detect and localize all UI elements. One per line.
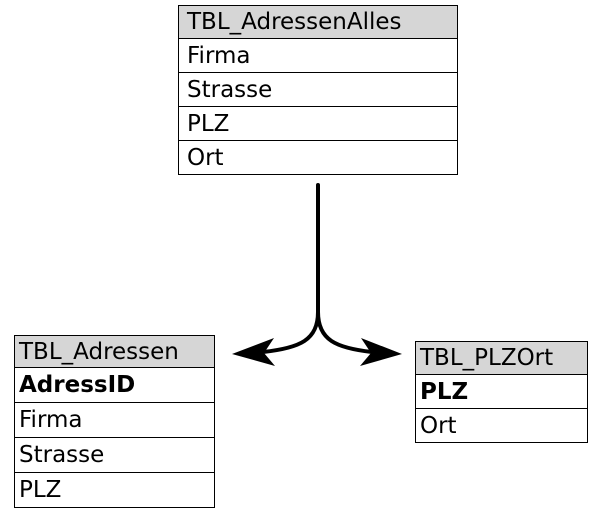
field-row: Ort — [416, 409, 587, 443]
field-row: PLZ — [179, 107, 457, 141]
table-title: TBL_PLZOrt — [416, 342, 587, 375]
connector-branch-right — [316, 310, 374, 354]
key-field-row: PLZ — [416, 375, 587, 409]
field-row: PLZ — [15, 473, 214, 508]
arrowhead-left-icon — [232, 338, 275, 366]
field-row: Strasse — [15, 438, 214, 473]
field-row: Strasse — [179, 73, 457, 107]
field-row: Firma — [179, 39, 457, 73]
connector-stem — [261, 183, 320, 354]
arrowhead-right-icon — [360, 338, 402, 366]
table-tbl-adressenalles: TBL_AdressenAlles Firma Strasse PLZ Ort — [178, 5, 458, 175]
table-title: TBL_AdressenAlles — [179, 6, 457, 39]
field-row: Ort — [179, 141, 457, 175]
table-tbl-plzort: TBL_PLZOrt PLZ Ort — [415, 341, 588, 443]
field-row: Firma — [15, 403, 214, 438]
key-field-row: AdressID — [15, 368, 214, 403]
table-tbl-adressen: TBL_Adressen AdressID Firma Strasse PLZ — [14, 335, 215, 508]
table-title: TBL_Adressen — [15, 336, 214, 368]
